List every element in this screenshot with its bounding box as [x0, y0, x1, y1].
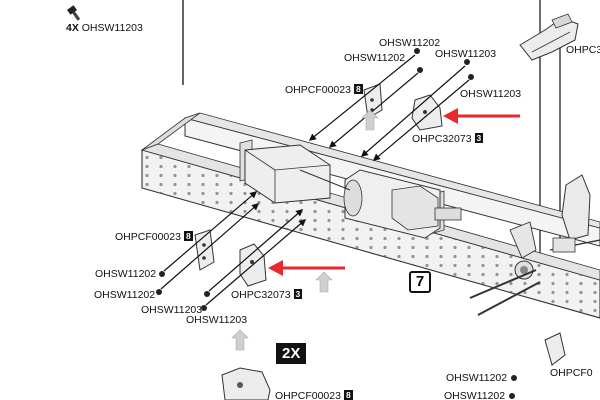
part-number: OHSW11202	[444, 390, 506, 400]
part-label: OHSW11203	[141, 304, 202, 316]
quantity-badge: 8	[343, 390, 353, 400]
part-number: OHSW11202	[344, 52, 406, 64]
part-label: OHPC3	[566, 44, 600, 56]
part-number: OHSW11202	[446, 372, 508, 384]
part-number: OHSW11203	[460, 88, 522, 100]
part-number: OHPCF00023	[275, 390, 341, 400]
bracket-icon	[544, 332, 566, 366]
part-label: OHSW11202	[444, 390, 505, 400]
lift-arrows	[231, 109, 379, 351]
screw-icon	[509, 393, 515, 399]
part-label: OHSW11202	[379, 37, 440, 49]
screw-icon	[468, 74, 474, 80]
part-label: OHSW11203	[435, 48, 496, 60]
screw-icon	[464, 59, 470, 65]
part-number: OHPCF00023	[115, 231, 181, 243]
part-label: OHSW11203	[460, 88, 521, 100]
part-number: OHPC32073	[412, 133, 472, 145]
part-number: OHPC32073	[231, 289, 291, 301]
part-number: OHSW11202	[95, 268, 157, 280]
quantity-badge: 8	[183, 231, 193, 241]
screw-icon	[156, 289, 162, 295]
screw-icon	[159, 271, 165, 277]
part-number: OHSW11203	[81, 22, 143, 34]
gearbox-assembly	[244, 144, 462, 239]
part-label: OHSW11202	[446, 372, 507, 384]
screw-icon	[414, 48, 420, 54]
part-number: OHSW11203	[141, 304, 203, 316]
assembly-lines-upper	[308, 54, 470, 161]
red-arrow-icon	[443, 108, 520, 124]
screw-icon	[417, 67, 423, 73]
quantity-badge: 8	[353, 84, 363, 94]
part-label: OHSW11202	[95, 268, 156, 280]
part-number: OHSW11203	[435, 48, 497, 60]
quantity-badge: 3	[293, 289, 303, 299]
part-number: OHSW11202	[94, 289, 156, 301]
part-number: OHSW11202	[379, 37, 441, 49]
bracket-icon	[519, 13, 579, 61]
step-number: 7	[409, 271, 431, 293]
part-label: OHSW11202	[344, 52, 405, 64]
bracket-icon	[221, 367, 271, 400]
part-number: OHPCF00023	[285, 84, 351, 96]
part-label-qty-top: 4X OHSW11203	[66, 22, 143, 34]
screw-icon	[204, 291, 210, 297]
part-number: OHPCF0	[550, 367, 593, 379]
screw-icon	[67, 5, 81, 21]
part-label: OHSW11203	[186, 314, 247, 326]
part-label: OHPCF0	[550, 367, 593, 379]
quantity-badge: 3	[474, 133, 484, 143]
screw-icon	[511, 375, 517, 381]
part-label: OHSW11202	[94, 289, 155, 301]
quantity-2x-badge: 2X	[276, 343, 307, 364]
part-number: OHSW11203	[186, 314, 248, 326]
red-arrow-icon	[268, 260, 345, 276]
quantity-text: 4X	[66, 22, 79, 34]
rear-suspension	[469, 174, 600, 316]
part-number: OHPC3	[566, 44, 600, 56]
assembly-lines-lower	[160, 191, 307, 306]
screw-icon	[201, 305, 207, 311]
